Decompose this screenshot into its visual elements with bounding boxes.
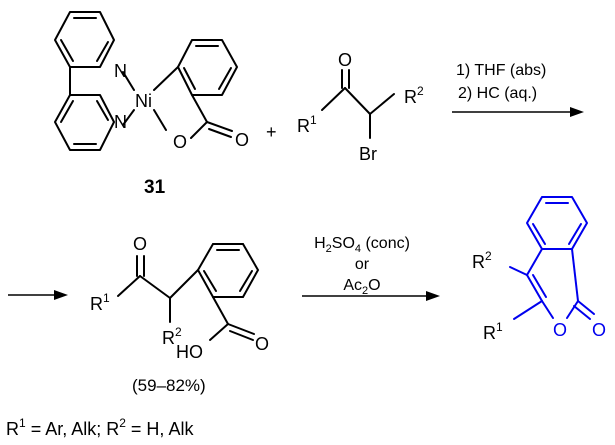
upper-pyridine-ring [54,11,115,68]
r1-letter: R [297,116,310,136]
isocoumarin-r2-bond [509,266,528,276]
alpha-r2-bond [369,93,395,115]
r2-superscript: 2 [175,325,182,339]
product-ring-double-bond [203,270,217,292]
r1-superscript: 1 [310,113,317,127]
keto-acid-product [117,243,260,341]
keto-acid-o-acid: O [255,334,269,354]
n-ni-bond-bottom [122,109,135,126]
atom-n-bottom: N [114,112,127,132]
bromoketone-labels: O R1 R2 Br [297,50,424,164]
isocoumarin-c3-o-bond [541,300,554,319]
isocoumarin-ring-double-bond [568,223,582,245]
bromoketone-br: Br [359,144,377,164]
bromoketone-r1: R1 [297,113,317,136]
alpha-aryl-bond [169,269,199,299]
isocoumarin-benzene-ring [526,196,588,250]
benzoate-ring [177,39,238,96]
atom-ni: Ni [135,91,152,111]
reaction-arrow-2 [302,291,440,301]
carbonyl-double-bond [206,121,233,132]
r1-superscript: 1 [103,291,110,305]
acid-oh-bond [209,323,229,341]
isocoumarin-carbonyl-double-bond [573,305,591,320]
conditions-1-line-1: 1) THF (abs) [456,62,546,79]
acid-bond [212,296,229,325]
compound-label-31: 31 [144,177,166,198]
substituent-footnote: R1 = Ar, Alk; R2 = H, Alk [6,416,194,439]
keto-acid-labels: O R1 R2 HO O [90,234,269,362]
keto-alpha-bond [139,275,171,299]
benzoate-double-bond [183,67,196,90]
isocoumarin-c3-c4-bond [526,274,543,302]
r2-letter: R [162,328,175,348]
isocoumarin-ring-double-bond [532,223,546,245]
plus-sign: + [266,122,277,142]
carbonyl-double-bond [208,128,232,138]
isocoumarin-product [509,196,595,320]
atom-o-carbonyl: O [235,130,249,150]
conditions-1-line-2: 2) HC (aq.) [458,85,537,102]
isocoumarin-r1: R1 [483,320,503,343]
product-ring-double-bond [239,270,253,292]
isocoumarin-r2: R2 [472,249,492,272]
isocoumarin-o-c1-bond [566,300,579,319]
isocoumarin-c1-ring-bond [571,248,579,302]
keto-acid-ho: HO [176,342,203,362]
upper-pyridine-double-bond [60,39,74,62]
nickel-bipyridine-complex [54,11,238,151]
n-ni-bond-top [122,71,135,91]
acid-c-o-double-bond [229,330,254,341]
isocoumarin-c4-bond [526,248,543,276]
complex-atom-labels: N N Ni O O [114,61,249,152]
ketone-r1-bond [321,87,346,111]
benzoate-double-bond [218,67,232,90]
isocoumarin-carbonyl-o: O [592,320,606,340]
ketone-alpha-bond [344,87,371,115]
product-benzene-ring [196,243,260,298]
carboxyl-bond [191,94,208,123]
keto-acid-o: O [133,234,147,254]
atom-n-top: N [114,61,127,81]
isocoumarin-ring-o: O [553,320,567,340]
keto-r1-bond [117,275,141,297]
reaction-arrow-1 [452,107,584,117]
isocoumarin-c3-c4-double-bond [532,274,547,298]
continuation-arrow [8,290,68,300]
ni-aryl-bond [153,66,179,91]
conditions-2-line-1: H2SO4 (conc) [314,235,410,255]
r2-letter: R [472,252,485,272]
lower-pyridine-double-bond [60,100,74,123]
conditions-2-line-3: Ac2O [343,277,380,297]
yield-label: (59–82%) [132,376,206,395]
isocoumarin-r1-bond [513,300,543,320]
ni-oxygen-bond [153,109,167,131]
isocoumarin-labels: R2 R1 O O [472,249,606,343]
r2-superscript: 2 [417,84,424,98]
carboxyl-o-bond [190,121,208,139]
keto-acid-r1: R1 [90,291,110,314]
atom-o: O [173,132,187,152]
conditions-2-line-2: or [355,256,370,273]
lower-pyridine-double-bond [96,100,109,121]
keto-acid-r2: R2 [162,325,182,348]
upper-pyridine-double-bond [96,41,109,62]
bromoketone-o: O [338,50,352,70]
r2-letter: R [404,87,417,107]
r1-letter: R [90,294,103,314]
lower-pyridine-ring [54,94,115,151]
alpha-bromoketone [321,69,395,139]
conditions-2: H2SO4 (conc) or Ac2O [314,235,410,297]
r1-letter: R [483,323,496,343]
r1-superscript: 1 [496,320,503,334]
acid-c-o-double-bond [227,323,255,335]
bromoketone-r2: R2 [404,84,424,107]
r2-superscript: 2 [485,249,492,263]
isocoumarin-carbonyl-double-bond [577,300,595,315]
